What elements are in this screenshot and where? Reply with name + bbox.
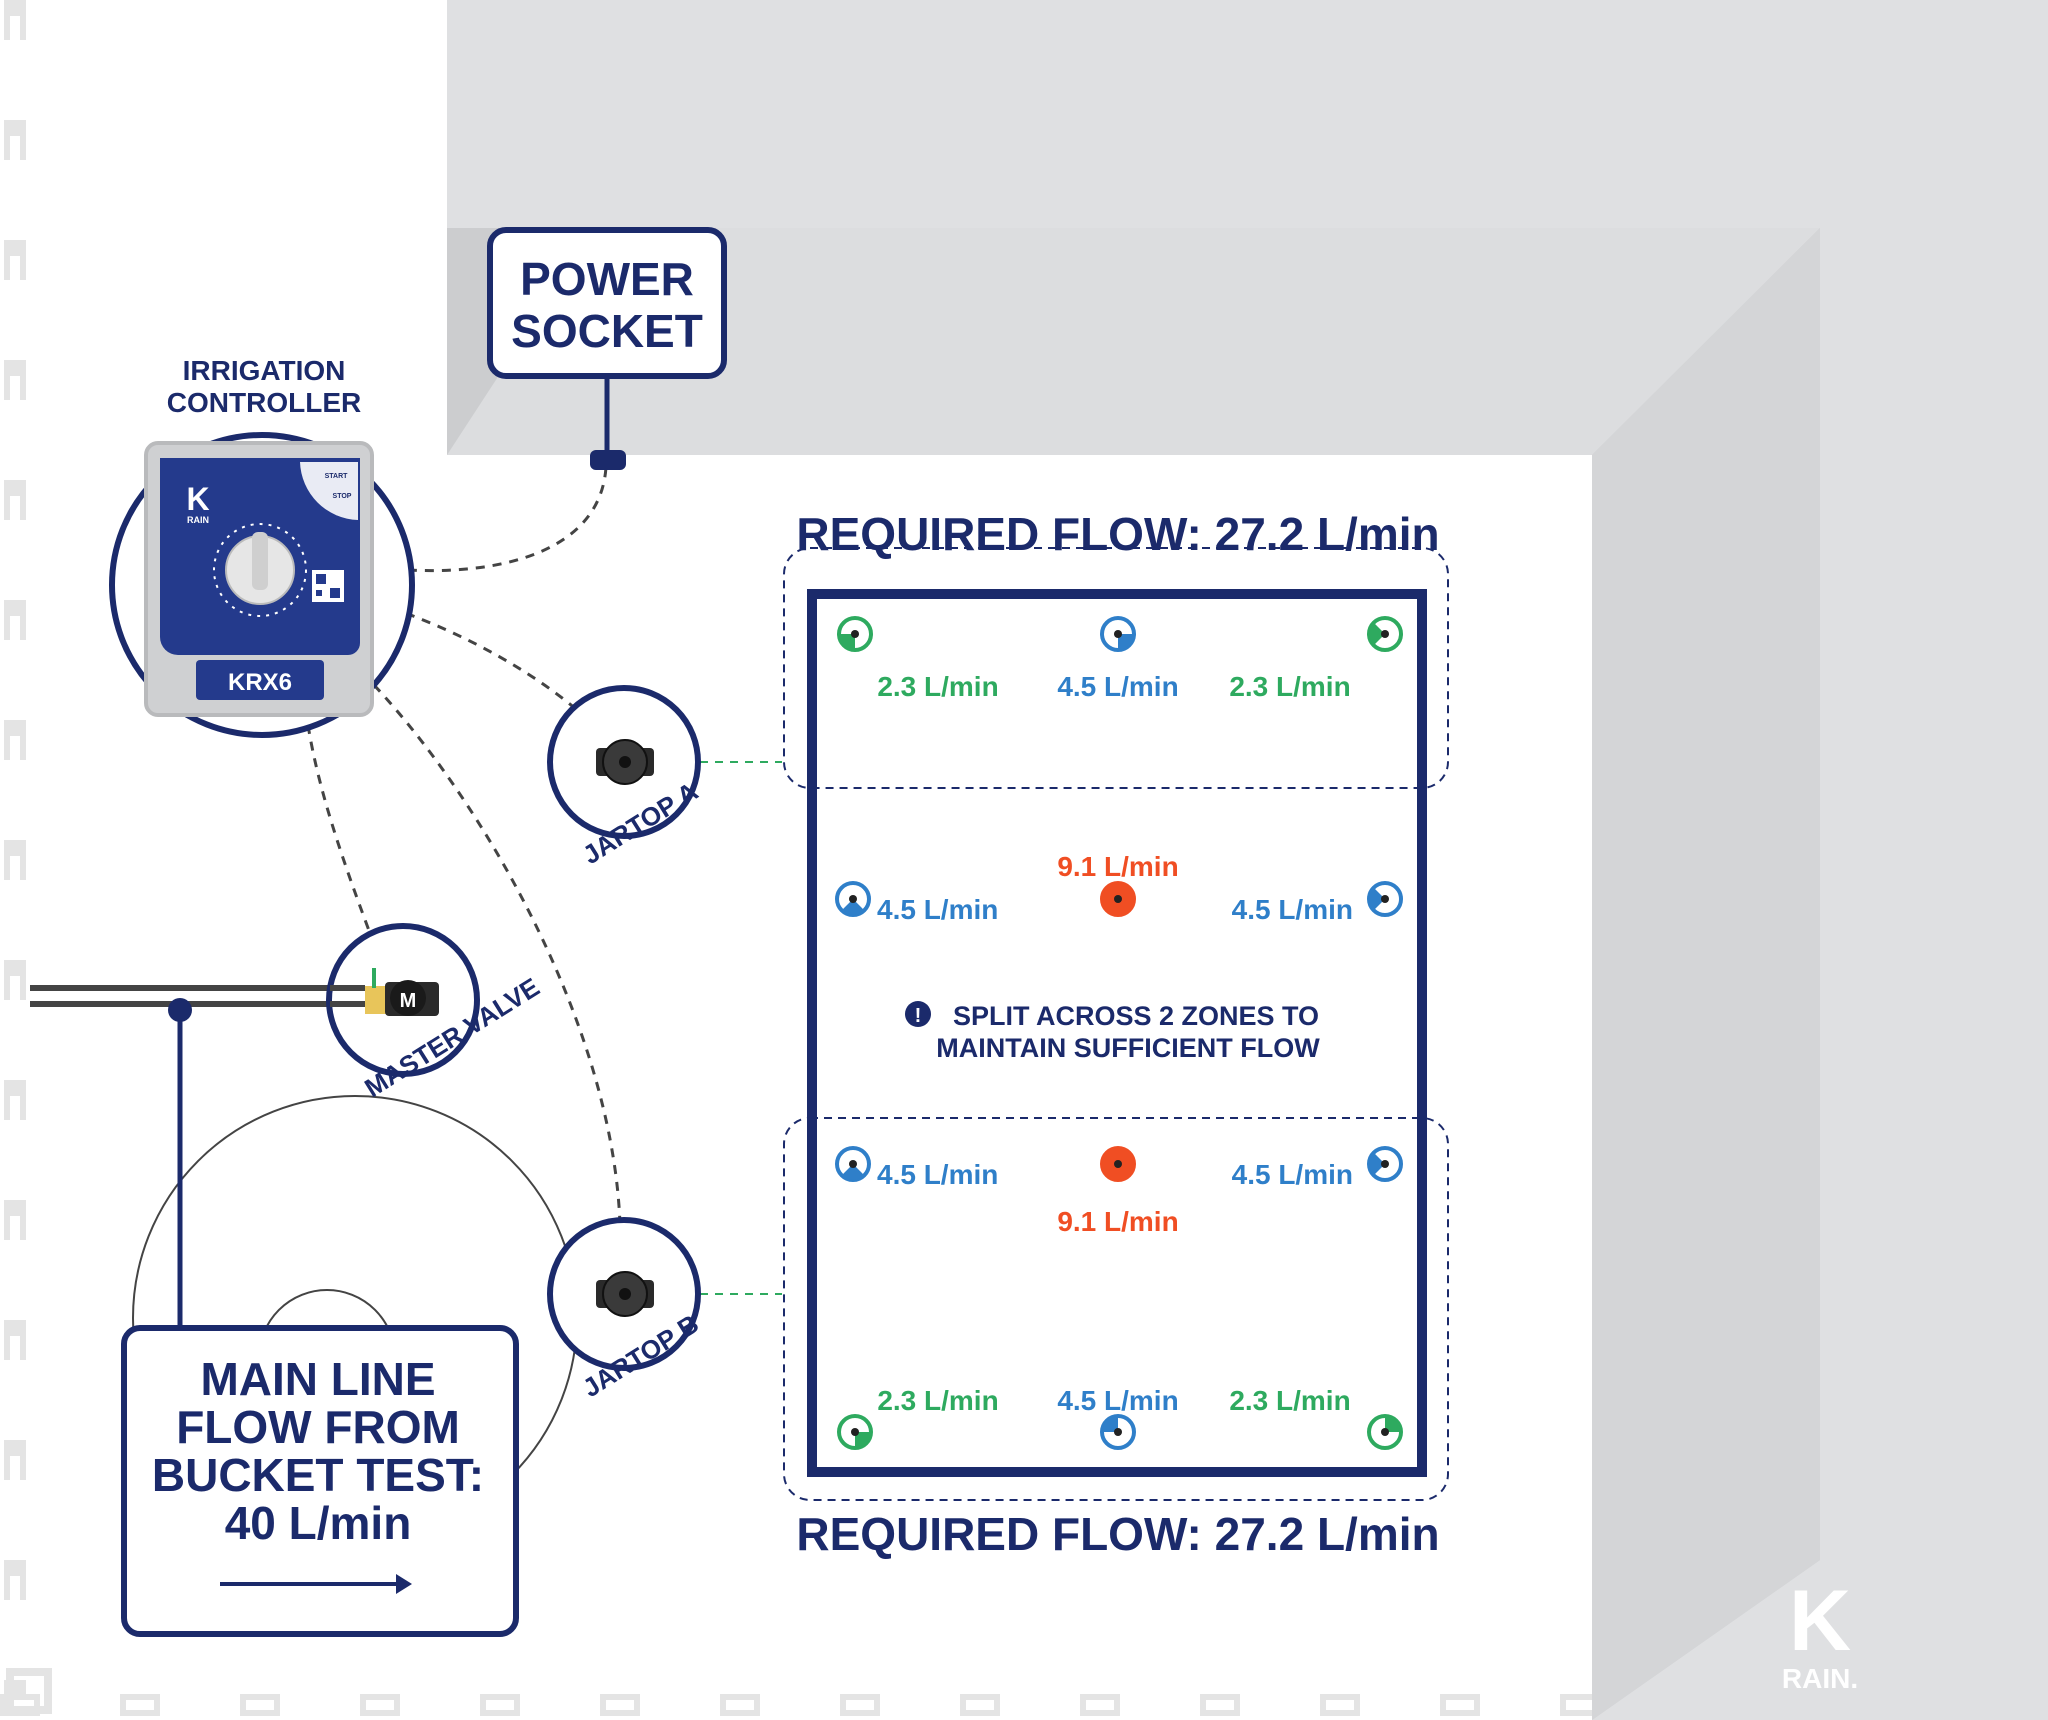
- half-circle-sprinkler-icon: [1367, 1146, 1403, 1182]
- main-line-flow-sign: MAIN LINE FLOW FROM BUCKET TEST: 40 L/mi…: [121, 1325, 519, 1637]
- sprinkler-head: [1381, 1160, 1389, 1168]
- controller-corner: [300, 462, 358, 520]
- sprinkler-flow-label: 4.5 L/min: [1232, 1159, 1353, 1190]
- main-line: [30, 985, 380, 1330]
- sprinkler-head: [851, 630, 859, 638]
- controller-dial-ring: [213, 523, 307, 617]
- sprinkler-flow-label: 4.5 L/min: [1057, 671, 1178, 702]
- sprinkler-flow-label: 2.3 L/min: [1229, 671, 1350, 702]
- svg-text:CONTROLLER: CONTROLLER: [167, 387, 361, 418]
- sprinkler-fill: [1369, 622, 1385, 646]
- wire-to-jartop-b: [372, 683, 622, 1286]
- svg-text:MAINTAIN SUFFICIENT FLOW: MAINTAIN SUFFICIENT FLOW: [936, 1033, 1320, 1063]
- power-socket-label: POWER: [520, 253, 694, 305]
- quarter-circle-sprinkler-icon: [837, 616, 873, 652]
- sprinkler-fill: [841, 1164, 865, 1180]
- svg-text:BUCKET TEST:: BUCKET TEST:: [152, 1449, 484, 1501]
- half-circle-sprinkler-icon: [1100, 616, 1136, 652]
- zone-b-boundary: [783, 1117, 1449, 1501]
- sprinkler-head: [1114, 630, 1122, 638]
- fence: [0, 0, 1592, 1716]
- sprinkler-flow-label: 4.5 L/min: [877, 1159, 998, 1190]
- sprinkler-fill: [1369, 1152, 1385, 1176]
- quarter-circle-sprinkler-icon: [837, 1414, 873, 1450]
- svg-text:STOP: STOP: [333, 493, 352, 500]
- half-circle-sprinkler-icon: [835, 881, 871, 917]
- full-circle-sprinkler-icon: [1100, 881, 1136, 917]
- sprinkler-fill: [839, 634, 855, 650]
- half-circle-sprinkler-icon: [835, 1146, 871, 1182]
- required-flow-top: REQUIRED FLOW: 27.2 L/min: [796, 508, 1439, 560]
- controller-title: IRRIGATION: [183, 355, 346, 386]
- half-circle-sprinkler-icon: [1367, 881, 1403, 917]
- logo-rain: RAIN.: [1782, 1663, 1858, 1694]
- wire-to-master-valve: [306, 724, 382, 961]
- sprinkler-flow-label: 2.3 L/min: [877, 1385, 998, 1416]
- svg-text:SOCKET: SOCKET: [511, 305, 703, 357]
- valve-fitting: [365, 986, 387, 1014]
- svg-text:!: !: [915, 1005, 922, 1027]
- jartop-b: JARTOP B: [547, 1217, 704, 1403]
- svg-text:RAIN: RAIN: [187, 515, 209, 525]
- sprinkler-fill: [855, 1432, 871, 1448]
- lawn-boundary: [807, 589, 1427, 1477]
- warning-icon: [905, 1001, 931, 1027]
- sprinkler-fill: [1385, 1416, 1401, 1432]
- sprinkler-head: [1381, 1428, 1389, 1436]
- power-socket-icon: [590, 450, 626, 470]
- zone-feeds: [700, 761, 782, 1295]
- sprinkler-fill: [1102, 1416, 1118, 1432]
- sprinkler-fill: [1118, 634, 1134, 650]
- wall-top-edge: [447, 228, 1820, 455]
- required-flow-bottom: REQUIRED FLOW: 27.2 L/min: [796, 1508, 1439, 1560]
- sprinkler-head: [849, 1160, 857, 1168]
- controller-logo: K: [186, 481, 209, 517]
- wall-right-edge: [1592, 228, 1820, 1720]
- quarter-circle-sprinkler-icon: [1367, 1414, 1403, 1450]
- sprinkler-flow-label: 9.1 L/min: [1057, 1206, 1178, 1237]
- sprinkler-flow-label: 4.5 L/min: [1232, 894, 1353, 925]
- sprinkler-fill: [1369, 887, 1385, 911]
- sprinkler-fill: [841, 899, 865, 916]
- master-valve-symbol: M: [400, 990, 417, 1012]
- sprinkler-flow-label: 9.1 L/min: [1057, 851, 1178, 882]
- zone-a-boundary: [783, 547, 1449, 789]
- k-rain-logo: K RAIN.: [1782, 1573, 1858, 1694]
- quarter-circle-sprinkler-icon: [1367, 616, 1403, 652]
- sprinkler-head: [851, 1428, 859, 1436]
- jartop-a: JARTOP A: [547, 685, 703, 870]
- sprinkler-head: [849, 895, 857, 903]
- sprinkler-flow-label: 4.5 L/min: [877, 894, 998, 925]
- wire-to-power-socket: [373, 466, 608, 573]
- main-line-flow-label: MAIN LINE: [200, 1353, 435, 1405]
- svg-text:START: START: [325, 473, 349, 480]
- full-circle-sprinkler-icon: [1100, 1146, 1136, 1182]
- sprinkler-head: [1114, 1428, 1122, 1436]
- controller-model: KRX6: [228, 669, 292, 696]
- main-line-flow-value: 40 L/min: [225, 1497, 412, 1549]
- controller-model-plate: [196, 660, 324, 700]
- lawn-area: REQUIRED FLOW: 27.2 L/min REQUIRED FLOW:…: [783, 508, 1449, 1560]
- fence-corner-post: [6, 1668, 52, 1714]
- main-line-flow-box: [121, 1325, 519, 1637]
- half-circle-sprinkler-icon: [1100, 1414, 1136, 1450]
- sprinklers: 2.3 L/min 4.5 L/min 2.3 L/min 4.5 L/min 9.1 …: [835, 616, 1403, 1450]
- logo-k: K: [1789, 1573, 1851, 1669]
- master-valve: M MASTER VALVE: [326, 923, 545, 1103]
- sprinkler-head: [1114, 1160, 1122, 1168]
- split-zones-note: SPLIT ACROSS 2 ZONES TO: [953, 1001, 1319, 1031]
- svg-text:FLOW FROM: FLOW FROM: [176, 1401, 460, 1453]
- power-socket: POWER SOCKET: [487, 227, 727, 470]
- irrigation-controller: IRRIGATION CONTROLLER START STOP K RAIN …: [109, 355, 415, 738]
- sprinkler-flow-label: 2.3 L/min: [1229, 1385, 1350, 1416]
- sprinkler-flow-label: 2.3 L/min: [877, 671, 998, 702]
- sprinkler-head: [1114, 895, 1122, 903]
- sprinkler-head: [1381, 895, 1389, 903]
- sprinkler-flow-label: 4.5 L/min: [1057, 1385, 1178, 1416]
- sprinkler-head: [1381, 630, 1389, 638]
